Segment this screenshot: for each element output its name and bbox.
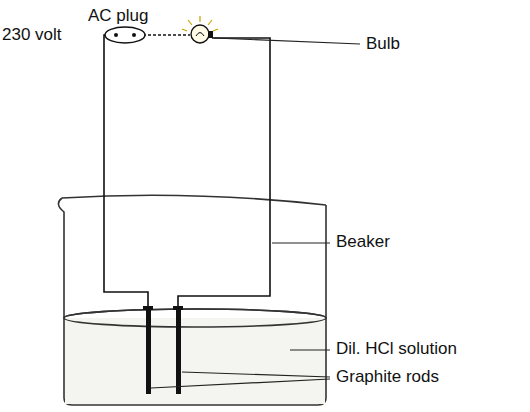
wire: [104, 35, 148, 308]
wire: [178, 38, 270, 308]
graphite-rod: [146, 308, 151, 394]
solution-surface-line: [64, 309, 326, 327]
leader-line: [151, 379, 330, 388]
leader-line: [214, 38, 360, 44]
label: Beaker: [336, 232, 390, 252]
bulb-symbol: [182, 16, 218, 43]
label: AC plug: [88, 6, 148, 26]
label: 230 volt: [2, 25, 62, 45]
ac-plug: [105, 27, 145, 43]
beaker-outline: [58, 198, 326, 405]
label: Graphite rods: [336, 367, 439, 387]
graphite-rod: [176, 308, 181, 394]
leader-lines: [151, 38, 360, 388]
leader-line: [290, 349, 330, 350]
label: Dil. HCl solution: [336, 339, 457, 359]
solution: [65, 318, 325, 404]
leader-line: [272, 242, 330, 243]
wire: [143, 34, 190, 36]
plug-pin: [114, 33, 118, 37]
plug-pin: [132, 33, 136, 37]
graphite-rods: [143, 306, 183, 394]
beaker: [58, 195, 326, 405]
plug-outline: [105, 27, 145, 43]
beaker-rim: [62, 195, 326, 205]
label: Bulb: [366, 34, 400, 54]
leader-line: [182, 372, 330, 377]
wires: [104, 35, 270, 308]
